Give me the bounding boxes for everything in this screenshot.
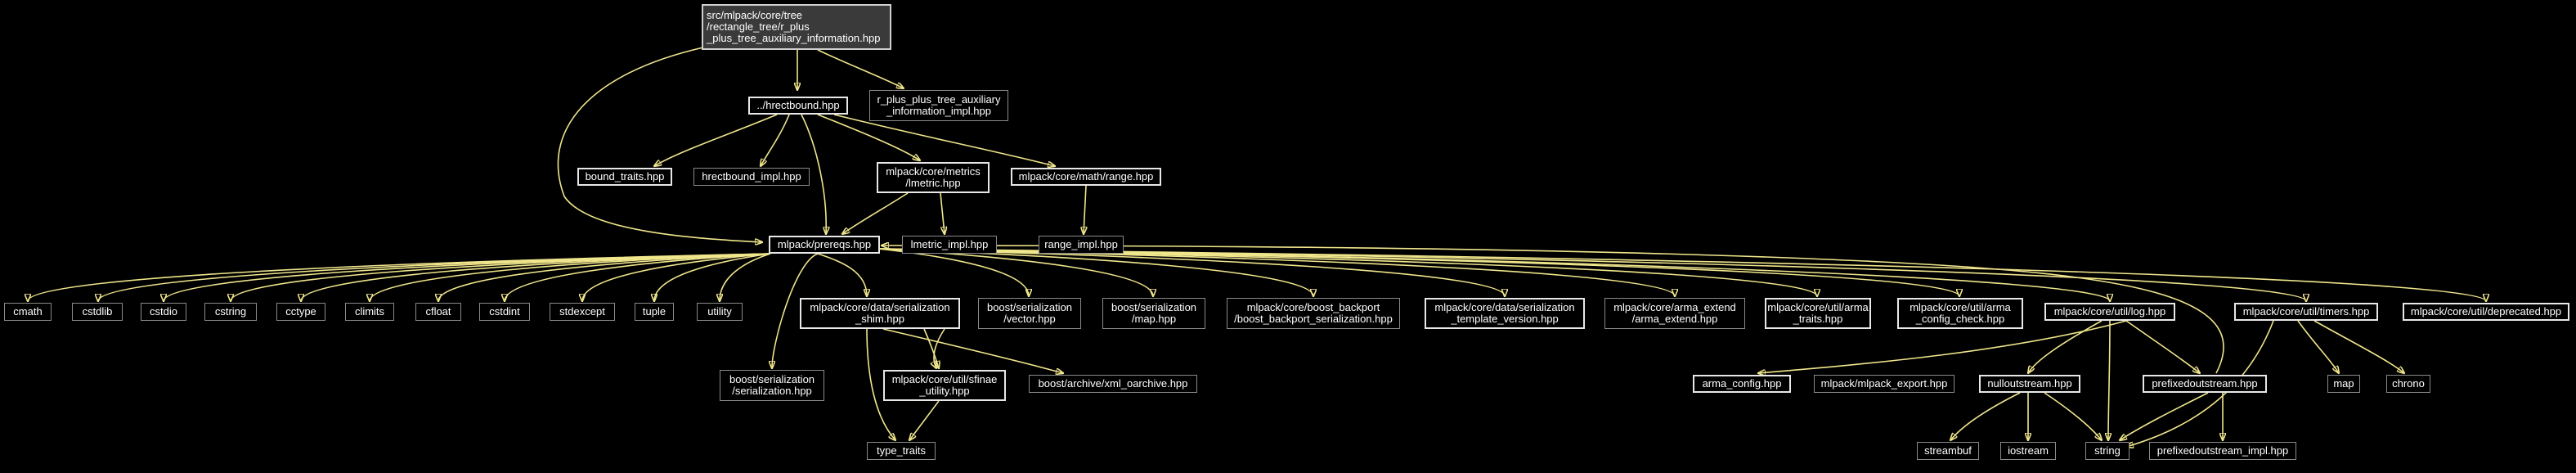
include-edge (801, 114, 826, 234)
include-edge (654, 253, 771, 301)
node-map[interactable]: map (2327, 375, 2360, 393)
node-chrono[interactable]: chrono (2386, 375, 2430, 393)
include-edge (923, 328, 939, 368)
include-edge (817, 253, 867, 296)
node-arma-config[interactable]: arma_config.hpp (1693, 375, 1791, 393)
include-edge (1084, 185, 1086, 234)
node-cctype[interactable]: cctype (276, 303, 325, 321)
node-prefixed-impl[interactable]: prefixedoutstream_impl.hpp (2149, 442, 2296, 460)
node-arma-traits[interactable]: mlpack/core/util/arma _traits.hpp (1765, 298, 1871, 329)
node-prefixedoutstream[interactable]: prefixedoutstream.hpp (2143, 375, 2267, 393)
node-boost-serialization[interactable]: boost/serialization /serialization.hpp (720, 370, 824, 401)
node-string[interactable]: string (2085, 442, 2129, 460)
node-deprecated[interactable]: mlpack/core/util/deprecated.hpp (2403, 303, 2569, 321)
node-hrectbound-impl[interactable]: hrectbound_impl.hpp (693, 168, 810, 186)
include-edge (438, 253, 771, 301)
include-edge (557, 47, 762, 242)
node-stdexcept[interactable]: stdexcept (550, 303, 615, 321)
node-prereqs[interactable]: mlpack/prereqs.hpp (769, 236, 880, 254)
node-bound-traits[interactable]: bound_traits.hpp (577, 168, 672, 186)
include-edge (817, 49, 904, 88)
include-edge (761, 114, 790, 166)
include-edge (940, 192, 945, 234)
include-edge (882, 328, 1063, 373)
include-edge (2313, 320, 2404, 373)
node-range[interactable]: mlpack/core/math/range.hpp (1011, 168, 1161, 186)
include-edge (2028, 320, 2103, 373)
node-hrectbound[interactable]: ../hrectbound.hpp (748, 97, 848, 115)
include-edge (877, 248, 2110, 301)
node-cstring[interactable]: cstring (204, 303, 257, 321)
include-edge (877, 248, 1505, 296)
node-cmath[interactable]: cmath (4, 303, 52, 321)
include-edge (301, 253, 771, 301)
node-boost-backport[interactable]: mlpack/core/boost_backport /boost_backpo… (1227, 298, 1400, 329)
include-edge (2108, 320, 2110, 440)
include-edge (2125, 320, 2200, 373)
node-streambuf[interactable]: streambuf (1917, 442, 1979, 460)
node-iostream[interactable]: iostream (2000, 442, 2056, 460)
include-edge (2044, 392, 2102, 440)
include-edge (866, 328, 895, 440)
include-edge (720, 253, 771, 301)
node-tuple[interactable]: tuple (635, 303, 674, 321)
node-mlpack-export[interactable]: mlpack/mlpack_export.hpp (1814, 375, 1954, 393)
node-serialization-shim[interactable]: mlpack/core/data/serialization _shim.hpp (800, 298, 960, 329)
node-cfloat[interactable]: cfloat (415, 303, 461, 321)
include-edge (842, 192, 909, 234)
include-edge (505, 253, 771, 301)
node-cstdint[interactable]: cstdint (479, 303, 530, 321)
include-edge (2297, 320, 2339, 373)
node-cstdio[interactable]: cstdio (141, 303, 186, 321)
node-timers[interactable]: mlpack/core/util/timers.hpp (2234, 303, 2378, 321)
node-lmetric[interactable]: mlpack/core/metrics /lmetric.hpp (877, 162, 990, 193)
include-edge (772, 253, 819, 368)
include-edge (877, 248, 2486, 301)
node-cstdlib[interactable]: cstdlib (72, 303, 123, 321)
node-climits[interactable]: climits (345, 303, 394, 321)
include-edge (370, 253, 771, 301)
include-edge (817, 114, 920, 160)
node-lmetric-impl[interactable]: lmetric_impl.hpp (902, 236, 997, 254)
node-boost-map[interactable]: boost/serialization /map.hpp (1102, 298, 1205, 329)
node-type-traits[interactable]: type_traits (867, 442, 936, 460)
node-utility[interactable]: utility (697, 303, 743, 321)
node-sfinae-utility[interactable]: mlpack/core/util/sfinae _utility.hpp (883, 370, 1006, 401)
node-root-header[interactable]: src/mlpack/core/tree /rectangle_tree/r_p… (702, 4, 891, 50)
node-boost-vector[interactable]: boost/serialization /vector.hpp (978, 298, 1081, 329)
include-edge (654, 114, 778, 166)
include-edge (1758, 320, 2127, 373)
node-arma-extend[interactable]: mlpack/core/arma_extend /arma_extend.hpp (1604, 298, 1745, 329)
include-edge (2126, 320, 2274, 447)
node-arma-config-check[interactable]: mlpack/core/util/arma _config_check.hpp (1897, 298, 2023, 329)
node-range-impl[interactable]: range_impl.hpp (1039, 236, 1124, 254)
include-edge (877, 248, 1029, 296)
include-edge (877, 248, 2306, 301)
include-edge (934, 328, 945, 368)
include-edge (582, 253, 771, 301)
node-nulloutstream[interactable]: nulloutstream.hpp (1979, 375, 2080, 393)
node-template-version[interactable]: mlpack/core/data/serialization _template… (1425, 298, 1585, 329)
node-rpp-impl[interactable]: r_plus_plus_tree_auxiliary _information_… (869, 90, 1008, 121)
include-edge (833, 114, 1055, 166)
include-edge (909, 400, 940, 440)
node-xml-oarchive[interactable]: boost/archive/xml_oarchive.hpp (1029, 375, 1197, 393)
include-edge (2120, 392, 2209, 440)
node-log[interactable]: mlpack/core/util/log.hpp (2044, 303, 2175, 321)
include-edge (1950, 392, 2021, 440)
